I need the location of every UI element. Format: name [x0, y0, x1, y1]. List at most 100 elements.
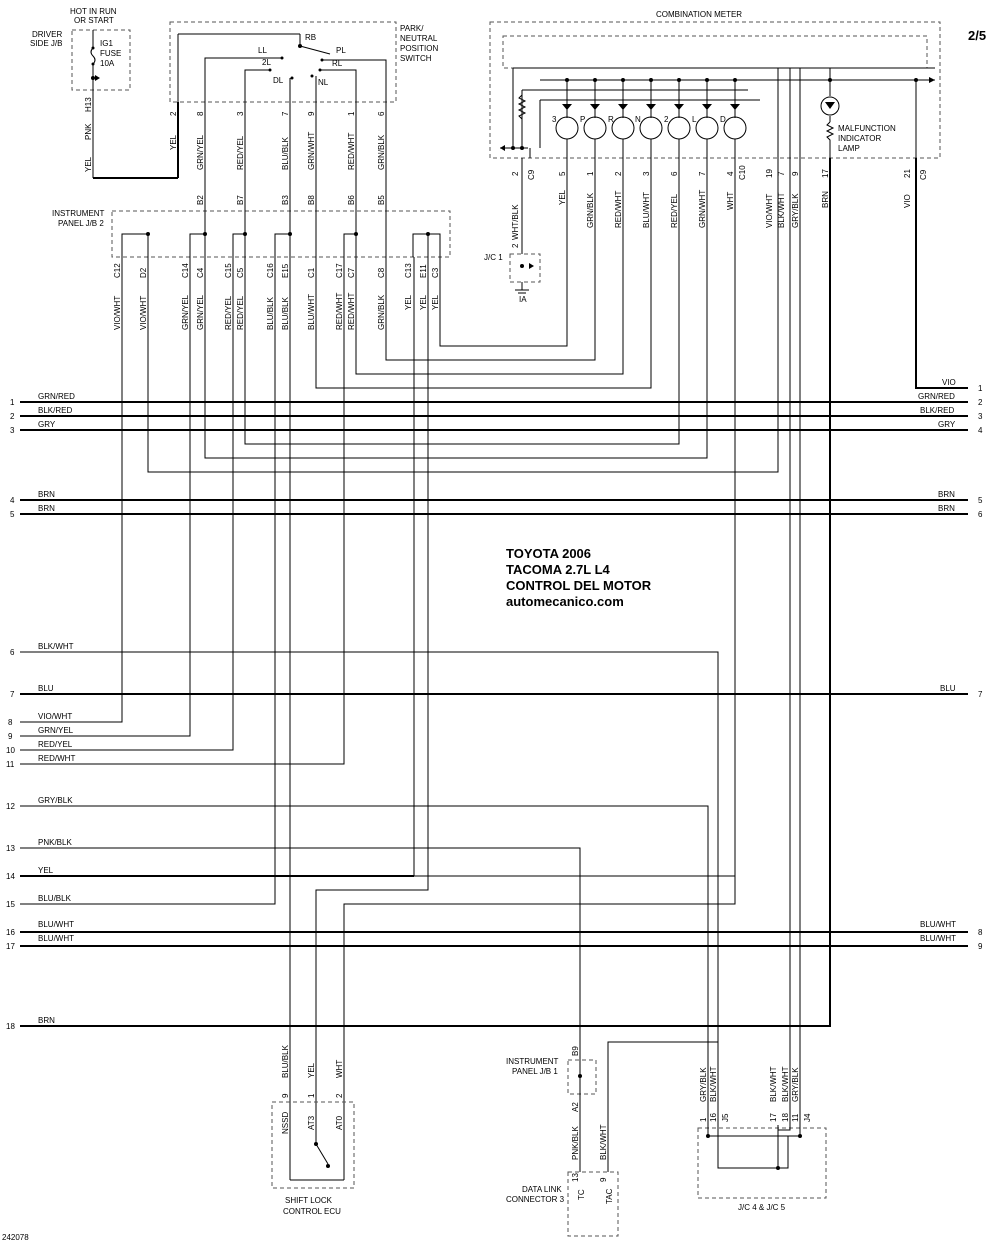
dlc-tac: TAC — [605, 1188, 614, 1204]
wire-yel-meter: YEL — [558, 189, 567, 205]
shift-at0: AT0 — [335, 1115, 344, 1130]
row-10: 10 — [6, 746, 15, 755]
wire-grn-yel-c14: GRN/YEL — [181, 294, 190, 330]
park-switch-label-4: SWITCH — [400, 54, 432, 63]
wire-grn-blk-c8: GRN/BLK — [377, 294, 386, 330]
title-line-3: CONTROL DEL MOTOR — [506, 578, 652, 593]
meter-conn-c10: C10 — [738, 165, 747, 180]
pin-3: 3 — [236, 111, 245, 116]
row-18: 18 — [6, 1022, 15, 1031]
wire-blu-wht-c1: BLU/WHT — [307, 294, 316, 330]
switch-pos-dl: DL — [273, 76, 284, 85]
wire-blu-wht-meter: BLU/WHT — [642, 192, 651, 228]
jc-wire-blk-wht-18: BLK/WHT — [781, 1066, 790, 1102]
meter-pin-21: 21 — [903, 169, 912, 178]
pin-e15: E15 — [281, 263, 290, 278]
rrow-8-label: BLU/WHT — [920, 920, 956, 929]
jb-b3: B3 — [281, 195, 290, 205]
rrow-7-label: BLU — [940, 684, 956, 693]
wire-blu-blk-e15: BLU/BLK — [281, 296, 290, 330]
bus-lines — [20, 257, 968, 1125]
row-6: 6 — [10, 648, 15, 657]
mil-label-3: LAMP — [838, 144, 860, 153]
jc-wire-gry-blk-11: GRY/BLK — [791, 1067, 800, 1102]
top-wires — [92, 90, 387, 211]
meter-pin-2: 2 — [614, 171, 623, 176]
wire-red-yel-meter: RED/YEL — [670, 193, 679, 228]
rrow-9-label: BLU/WHT — [920, 934, 956, 943]
meter-pin-7: 7 — [698, 171, 707, 176]
right-rows: 1 VIO 2 GRN/RED 3 BLK/RED 4 GRY 5 BRN 6 … — [918, 378, 983, 951]
ipjb1-label-2: PANEL J/B 1 — [512, 1067, 558, 1076]
mil-label: MALFUNCTION — [838, 124, 896, 133]
lamp-label-d: D — [720, 115, 726, 124]
row-7-label: BLU — [38, 684, 54, 693]
row-3: 3 — [10, 426, 15, 435]
lamp-n: N — [635, 78, 663, 158]
title-line-2: TACOMA 2.7L L4 — [506, 562, 611, 577]
combination-meter-inner — [502, 35, 928, 69]
ground-icon — [515, 282, 529, 294]
pin-c16: C16 — [266, 263, 275, 278]
park-switch-label-3: POSITION — [400, 44, 438, 53]
shift-wire-wht: WHT — [335, 1060, 344, 1078]
meter-pin-17: 17 — [821, 169, 830, 178]
jc-conn-j4: J4 — [803, 1113, 812, 1122]
left-rows: 1 GRN/RED 2 BLK/RED 3 GRY 4 BRN 5 BRN 6 … — [6, 392, 75, 1031]
pin-c5: C5 — [236, 267, 245, 278]
jc45-label: J/C 4 & J/C 5 — [738, 1203, 786, 1212]
wire-grn-blk-top: GRN/BLK — [377, 134, 386, 170]
shift-pin-2: 2 — [335, 1093, 344, 1098]
row-16: 16 — [6, 928, 15, 937]
rrow-7: 7 — [978, 690, 983, 699]
title-line-4: automecanico.com — [506, 594, 624, 609]
pin-h13: H13 — [84, 97, 93, 112]
pin-c8: C8 — [377, 267, 386, 278]
row-16-label: BLU/WHT — [38, 920, 74, 929]
pin-c15: C15 — [224, 263, 233, 278]
row-6-label: BLK/WHT — [38, 642, 74, 651]
row-17: 17 — [6, 942, 15, 951]
shift-lock-internal — [289, 1110, 345, 1181]
park-switch-label-2: NEUTRAL — [400, 34, 438, 43]
wire-vio-wht-meter: VIO/WHT — [765, 194, 774, 228]
fuse-label-2: FUSE — [100, 49, 121, 58]
meter-conn-c9b: C9 — [919, 169, 928, 180]
switch-pos-ll: LL — [258, 46, 267, 55]
rrow-1-label: VIO — [942, 378, 956, 387]
jc1-pin: 2 — [511, 243, 520, 248]
pin-c3: C3 — [431, 267, 440, 278]
row-9: 9 — [8, 732, 13, 741]
combination-meter-label: COMBINATION METER — [656, 10, 742, 19]
jc-conn-j5: J5 — [721, 1113, 730, 1122]
row-11: 11 — [6, 760, 15, 769]
shift-at3: AT3 — [307, 1115, 316, 1130]
row-15: 15 — [6, 900, 15, 909]
meter-pin-2-c9: 2 — [511, 171, 520, 176]
switch-pos-2l: 2L — [262, 58, 271, 67]
dlc-tc: TC — [577, 1189, 586, 1200]
shift-nssd: NSSD — [281, 1112, 290, 1134]
row-12-label: GRY/BLK — [38, 796, 73, 805]
pin-c14: C14 — [181, 263, 190, 278]
jc-pin-18: 18 — [781, 1113, 790, 1122]
wire-blu-blk-c16: BLU/BLK — [266, 296, 275, 330]
row-12: 12 — [6, 802, 15, 811]
shift-lock-label-2: CONTROL ECU — [283, 1207, 341, 1216]
jc-pin-17: 17 — [769, 1113, 778, 1122]
wire-yel-c3: YEL — [431, 294, 440, 310]
title-line-1: TOYOTA 2006 — [506, 546, 591, 561]
row-10-label: RED/YEL — [38, 740, 73, 749]
rrow-2: 2 — [978, 398, 983, 407]
mil-label-2: INDICATOR — [838, 134, 881, 143]
jc45-internal — [706, 1125, 802, 1170]
driver-jb-box — [71, 29, 131, 91]
jc45-box — [697, 1127, 827, 1199]
dlc3-box — [567, 1171, 619, 1237]
hot-in-run-label-2: OR START — [74, 16, 114, 25]
wire-wht-meter: WHT — [726, 192, 735, 210]
wire-blu-blk-top: BLU/BLK — [281, 136, 290, 170]
wire-vio-wht-d2: VIO/WHT — [139, 296, 148, 330]
title-block: TOYOTA 2006 TACOMA 2.7L L4 CONTROL DEL M… — [506, 546, 652, 609]
